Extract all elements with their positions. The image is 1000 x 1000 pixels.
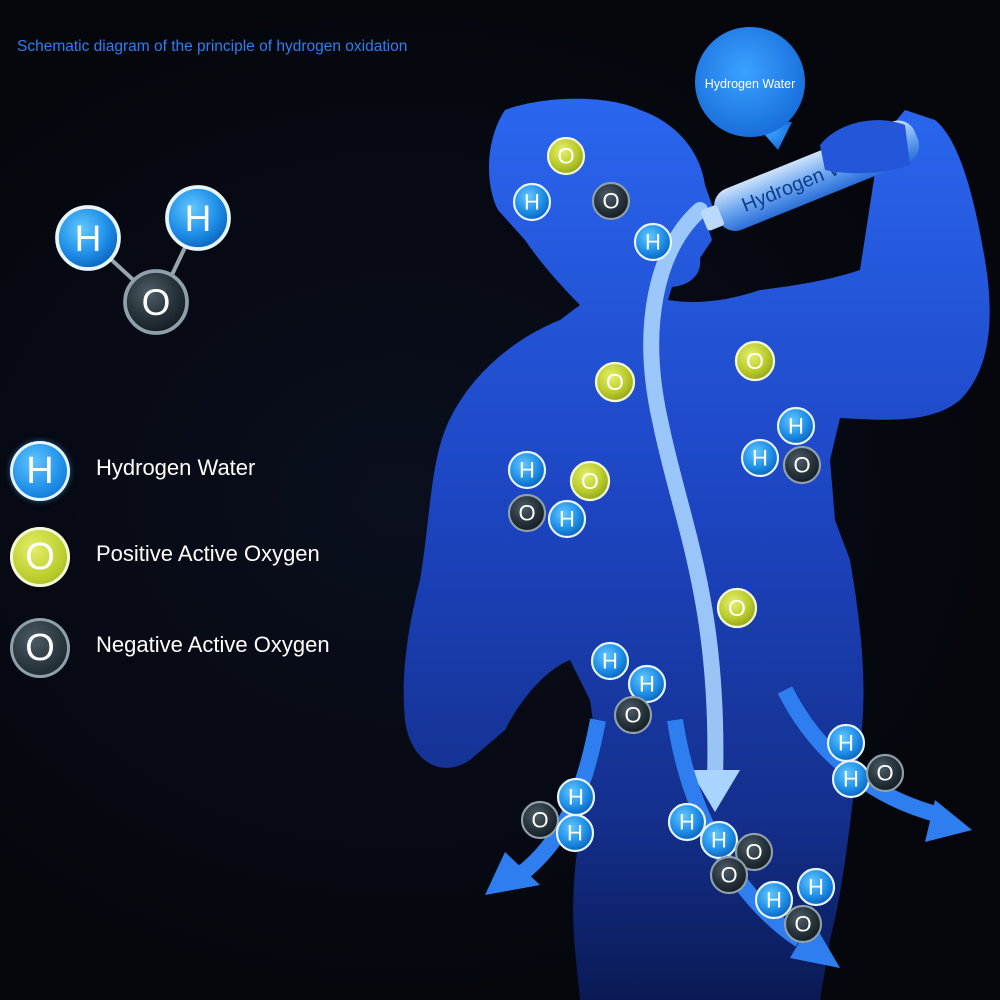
hydrogen-atom: H [165, 185, 231, 251]
water-flow-arrowhead [690, 770, 740, 812]
hydrogen-atom: H [699, 820, 739, 860]
negative-oxygen-atom: O [520, 800, 560, 840]
atom-symbol: O [746, 348, 764, 374]
atom-symbol: H [679, 810, 695, 835]
positive-oxygen-atom: O [734, 340, 776, 382]
atom-symbol: H [752, 446, 768, 471]
negative-oxygen-atom: O [865, 753, 905, 793]
negative-oxygen-atom: O [507, 493, 547, 533]
negative-oxygen-atom: O [782, 445, 822, 485]
atom-symbol: H [524, 190, 540, 215]
atom-symbol: O [581, 468, 599, 494]
atom-symbol: H [766, 888, 782, 913]
legend-label-hydrogen: Hydrogen Water [96, 455, 256, 480]
atom-symbol: H [185, 198, 212, 239]
hydrogen-atom: H [667, 802, 707, 842]
atom-symbol: H [75, 218, 102, 259]
atom-symbol: O [557, 144, 574, 169]
atom-symbol: O [606, 369, 624, 395]
atom-symbol: O [531, 808, 548, 833]
water-flow-arrow [643, 202, 724, 788]
negative-oxygen-atom: O [709, 855, 749, 895]
atom-symbol: O [745, 840, 762, 865]
atom-symbol: H [788, 414, 804, 439]
atom-symbol: H [519, 458, 535, 483]
atom-symbol: O [728, 595, 746, 621]
atom-symbol: O [142, 282, 171, 323]
hydrogen-atom: H [627, 664, 667, 704]
atom-symbol: O [793, 453, 810, 478]
negative-oxygen-atom: O [783, 904, 823, 944]
atom-symbol: H [602, 649, 618, 674]
hydrogen-atom: H [796, 867, 836, 907]
hydrogen-atom: H [754, 880, 794, 920]
diagram-title: Schematic diagram of the principle of hy… [17, 38, 408, 55]
speech-bubble-text: Hydrogen Water [705, 77, 796, 91]
outflow-arrowhead-left [485, 852, 540, 895]
negative-oxygen-atom: O [734, 832, 774, 872]
atom-symbol: O [602, 189, 619, 214]
positive-oxygen-atom: O [569, 460, 611, 502]
hydrogen-atom: H [633, 222, 673, 262]
atom-symbol: O [794, 912, 811, 937]
atom-symbol: H [567, 821, 583, 846]
atom-symbol: H [838, 731, 854, 756]
legend-label-positive-oxygen: Positive Active Oxygen [96, 541, 320, 566]
negative-oxygen-atom: O [591, 181, 631, 221]
hydrogen-atom: H [831, 759, 871, 799]
atom-symbol: H [843, 767, 859, 792]
hydrogen-atom: H [740, 438, 780, 478]
hydrogen-atom: H [507, 450, 547, 490]
atom-symbol: H [639, 672, 655, 697]
hand [820, 120, 910, 174]
hydrogen-atom-icon: H [10, 441, 70, 501]
hydrogen-atom: H [590, 641, 630, 681]
atom-symbol: O [876, 761, 893, 786]
atom-symbol: H [711, 828, 727, 853]
legend-label-negative-oxygen: Negative Active Oxygen [96, 632, 330, 657]
negative-oxygen-atom-icon: O [10, 618, 70, 678]
positive-oxygen-atom: O [546, 136, 586, 176]
speech-bubble: Hydrogen Water [695, 27, 805, 150]
hydrogen-atom: H [512, 182, 552, 222]
atom-symbol: H [808, 875, 824, 900]
positive-oxygen-atom: O [594, 361, 636, 403]
positive-oxygen-atom: O [716, 587, 758, 629]
hydrogen-atom: H [776, 406, 816, 446]
outflow-arrowhead-center [790, 920, 840, 968]
outflow-arrowhead-right [925, 800, 972, 842]
hydrogen-atom: H [556, 777, 596, 817]
atom-symbol: O [624, 703, 641, 728]
atom-symbol: H [568, 785, 584, 810]
hydrogen-atom: H [55, 205, 121, 271]
atom-symbol: H [645, 230, 661, 255]
negative-oxygen-atom: O [123, 269, 189, 335]
hydrogen-atom: H [555, 813, 595, 853]
negative-oxygen-atom: O [613, 695, 653, 735]
atom-symbol: H [559, 507, 575, 532]
atom-symbol: O [518, 501, 535, 526]
hydrogen-atom: H [826, 723, 866, 763]
atom-symbol: O [720, 863, 737, 888]
positive-oxygen-atom-icon: O [10, 527, 70, 587]
hydrogen-atom: H [547, 499, 587, 539]
